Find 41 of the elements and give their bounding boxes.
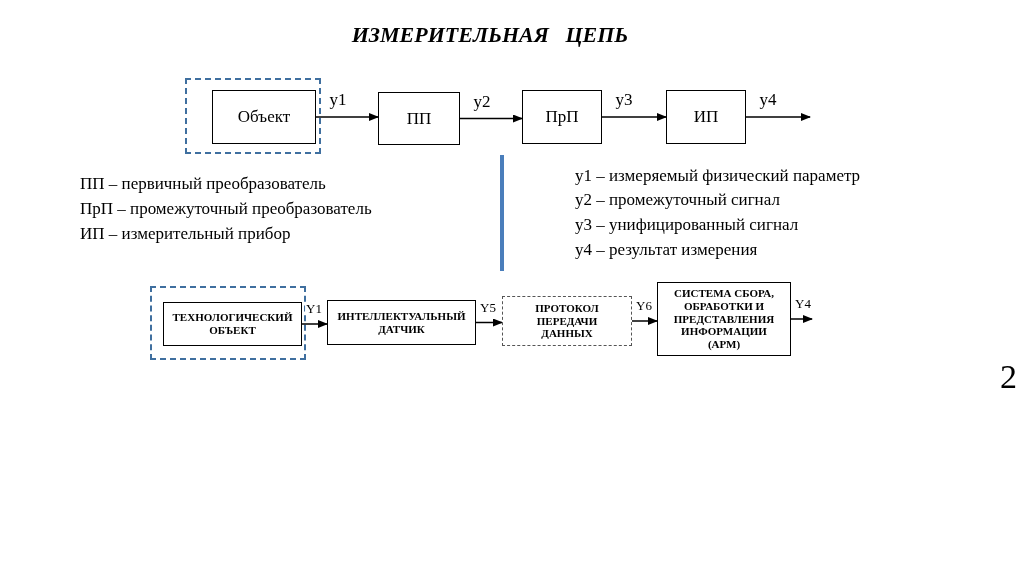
block-box [666, 90, 746, 144]
legend-note: y3 – унифицированный сигнал [575, 215, 799, 235]
arrow [790, 315, 813, 323]
legend-note: ИП – измерительный прибор [80, 224, 291, 244]
signal-label: y3 [614, 91, 634, 108]
page-number: 2 [1000, 358, 1017, 396]
block-label: Объект [236, 107, 292, 127]
legend-note: y2 – промежуточный сигнал [575, 190, 780, 210]
signal-label: Y4 [794, 297, 812, 310]
legend-note: ПП – первичный преобразователь [80, 174, 326, 194]
signal-label: y4 [758, 91, 778, 108]
block-label: СИСТЕМА СБОРА, ОБРАБОТКИ И ПРЕДСТАВЛЕНИЯ ИНФОРМАЦИИ (АРМ) [672, 287, 776, 351]
signal-label: Y6 [635, 299, 653, 312]
signal-label: Y1 [305, 302, 323, 315]
signal-label: y1 [328, 91, 348, 108]
block-box [163, 302, 302, 346]
legend-note: ПрП – промежуточный преобразователь [80, 199, 372, 219]
arrow [301, 320, 328, 328]
arrow [459, 114, 523, 123]
legend-note: y1 – измеряемый физический параметр [575, 166, 861, 186]
arrow [631, 317, 658, 325]
block-label: ПРОТОКОЛ ПЕРЕДАЧИ ДАННЫХ [534, 302, 600, 340]
block-label: ПрП [544, 107, 580, 127]
block-box [657, 282, 791, 356]
block-label: ПП [405, 108, 433, 129]
block-label: ТЕХНОЛОГИЧЕСКИЙ ОБЪЕКТ [171, 311, 294, 337]
block-label: ИНТЕЛЛЕКТУАЛЬНЫЙ ДАТЧИК [336, 309, 467, 336]
block-box [522, 90, 602, 144]
arrow [475, 318, 503, 327]
arrow [315, 113, 379, 121]
block-label: ИП [692, 107, 720, 127]
block-box [212, 90, 316, 144]
arrow [601, 113, 667, 121]
legend-note: y4 – результат измерения [575, 240, 758, 260]
dashed-frame [150, 286, 306, 360]
arrow [745, 113, 811, 121]
block-box [378, 92, 460, 145]
dashed-frame [185, 78, 321, 154]
diagram-title: ИЗМЕРИТЕЛЬНАЯ ЦЕПЬ [350, 22, 630, 48]
block-box [502, 296, 632, 346]
block-box [327, 300, 476, 345]
